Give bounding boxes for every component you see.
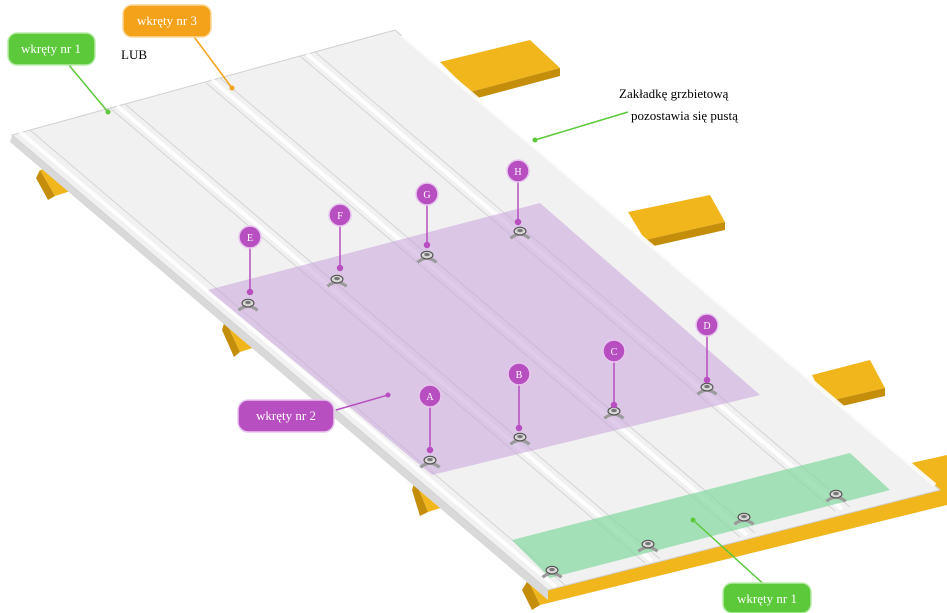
svg-text:H: H: [514, 167, 521, 178]
purlin-mid-right: [628, 195, 725, 240]
green-zone: [512, 453, 890, 578]
callout-screws-3: wkręty nr 3: [122, 4, 212, 38]
ridge-note-line1: Zakładkę grzbietową: [619, 86, 729, 101]
marker-c: C: [602, 339, 626, 363]
marker-f: F: [328, 203, 352, 227]
svg-text:wkręty nr 1: wkręty nr 1: [737, 591, 797, 606]
marker-h: H: [506, 159, 530, 183]
marker-g: G: [415, 182, 439, 206]
marker-b: B: [507, 362, 531, 386]
svg-text:A: A: [426, 392, 434, 403]
callout-screws-1-top: wkręty nr 1: [7, 32, 96, 66]
svg-text:wkręty nr 2: wkręty nr 2: [256, 408, 316, 423]
purlin-back-right: [440, 40, 560, 92]
svg-text:wkręty nr 1: wkręty nr 1: [21, 41, 81, 56]
callout-screws-2: wkręty nr 2: [237, 399, 335, 433]
marker-a: A: [418, 384, 442, 408]
svg-text:wkręty nr 3: wkręty nr 3: [137, 13, 197, 28]
ridge-note-line2: pozostawia się pustą: [631, 108, 738, 123]
marker-d: D: [695, 313, 719, 337]
svg-text:B: B: [516, 370, 523, 381]
svg-text:F: F: [337, 211, 343, 222]
svg-text:G: G: [423, 190, 430, 201]
purple-zone: [208, 203, 760, 475]
svg-text:C: C: [611, 347, 618, 358]
marker-e: E: [238, 225, 262, 249]
svg-text:E: E: [247, 233, 253, 244]
or-label: LUB: [121, 47, 147, 62]
markers: A B C D E F G H: [238, 159, 719, 408]
purlin-right-lower: [812, 360, 885, 402]
svg-text:D: D: [703, 321, 710, 332]
callout-screws-1-bottom: wkręty nr 1: [722, 582, 812, 613]
